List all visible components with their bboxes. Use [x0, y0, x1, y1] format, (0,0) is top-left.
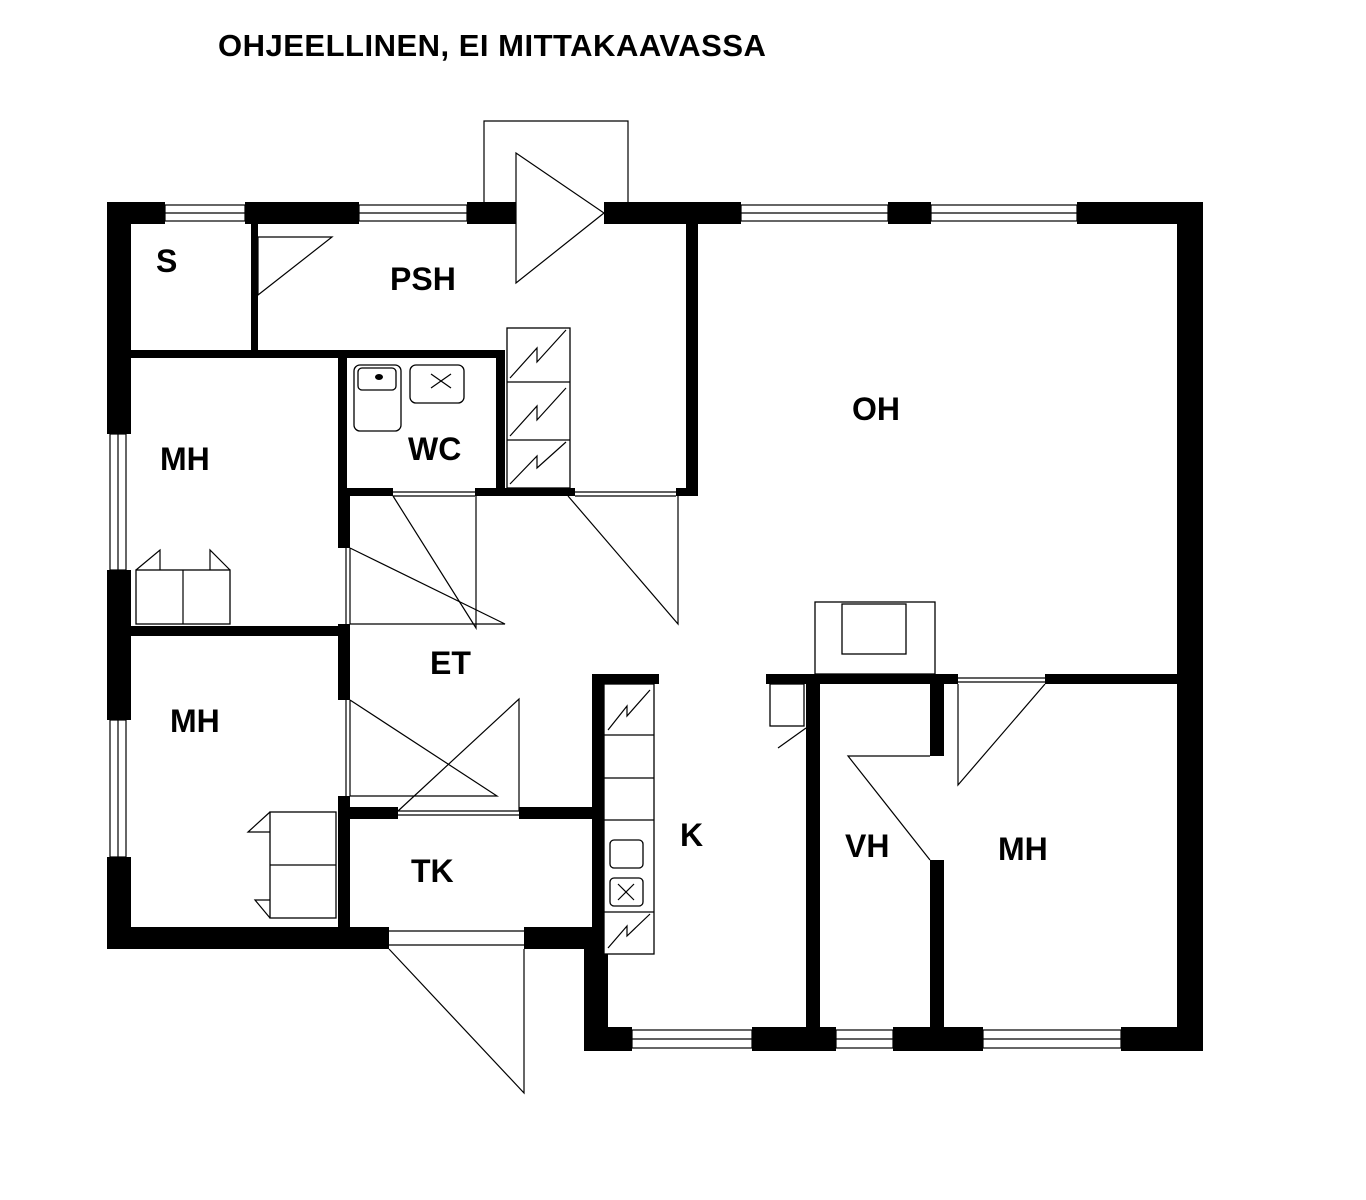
room-labels: S PSH WC MH MH ET TK K OH VH MH — [156, 243, 1048, 889]
sink-icon — [609, 839, 644, 869]
room-label-tk: TK — [411, 853, 454, 889]
room-label-mh-upper: MH — [160, 441, 210, 477]
room-label-vh: VH — [845, 828, 889, 864]
front-door-swing — [515, 151, 606, 285]
room-label-et: ET — [430, 645, 471, 681]
interior-walls — [131, 224, 1177, 1038]
kitchen-counter — [603, 683, 655, 955]
room-label-s: S — [156, 243, 177, 279]
small-cabinet — [769, 683, 805, 727]
fireplace — [814, 601, 936, 675]
room-label-psh: PSH — [390, 261, 456, 297]
wardrobe-mh-lower — [246, 811, 337, 919]
door-swings — [257, 236, 1046, 1095]
psh-cabinets — [506, 327, 571, 489]
room-label-mh-right: MH — [998, 831, 1048, 867]
wardrobe-mh-upper — [135, 548, 231, 625]
room-label-mh-lower: MH — [170, 703, 220, 739]
room-label-wc: WC — [408, 431, 461, 467]
diagram-title: OHJEELLINEN, EI MITTAKAAVASSA — [218, 28, 767, 63]
windows — [109, 204, 1122, 1049]
room-label-k: K — [680, 817, 703, 853]
exterior-walls — [107, 202, 1203, 1051]
room-label-oh: OH — [852, 391, 900, 427]
toilet-icon — [375, 374, 383, 380]
wc-fixtures — [353, 364, 465, 432]
